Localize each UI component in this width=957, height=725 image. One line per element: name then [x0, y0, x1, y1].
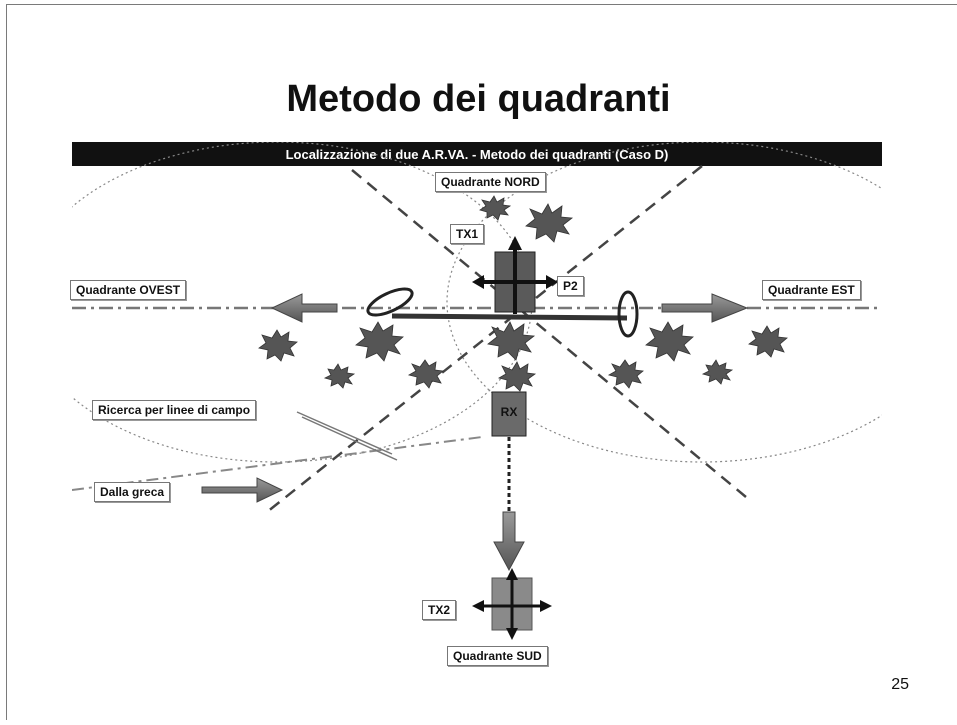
diagonal-line-nw-se — [351, 169, 753, 503]
burst-e-3 — [607, 359, 644, 389]
slide-frame-top — [6, 4, 957, 5]
arrow-west — [270, 293, 338, 323]
burst-w-2 — [355, 321, 404, 362]
burst-e-4 — [701, 359, 734, 385]
quadrant-diagram: Localizzazione di due A.R.VA. - Metodo d… — [70, 142, 882, 670]
scan-rod — [391, 313, 628, 321]
arrow-east — [661, 293, 749, 323]
tx2-arrow-left — [472, 600, 484, 612]
field-line-east — [446, 142, 882, 463]
diagram-canvas: Localizzazione di due A.R.VA. - Metodo d… — [72, 142, 882, 640]
label-quadrante-nord: Quadrante NORD — [435, 172, 546, 192]
burst-w-4 — [407, 359, 444, 389]
burst-north-2 — [525, 203, 574, 243]
label-p2: P2 — [557, 276, 584, 296]
tx2-arrow-up — [506, 568, 518, 580]
burst-w-3 — [323, 363, 356, 389]
tx1-arrow-up — [508, 236, 522, 250]
field-lines-pointer — [296, 411, 393, 455]
antenna-loop-west — [366, 287, 414, 317]
diagonal-line-ne-sw — [266, 165, 703, 513]
label-ricerca-linee-campo: Ricerca per linee di campo — [92, 400, 257, 420]
burst-center-2 — [497, 361, 537, 392]
label-quadrante-ovest: Quadrante OVEST — [70, 280, 187, 300]
tx2-arrow-right — [540, 600, 552, 612]
rx-device — [491, 391, 527, 437]
tx1-arrow-right — [546, 275, 558, 289]
tx1-arrow-left — [472, 275, 484, 289]
label-tx1: TX1 — [450, 224, 485, 244]
arrow-south — [493, 511, 525, 572]
label-dalla-greca: Dalla greca — [94, 482, 171, 502]
burst-w-1 — [258, 329, 298, 362]
tx2-arrow-down — [506, 628, 518, 640]
slide-frame-left — [6, 4, 7, 720]
burst-e-2 — [748, 325, 788, 358]
banner-text: Localizzazione di due A.R.VA. - Metodo d… — [286, 147, 669, 162]
rx-label: RX — [501, 405, 518, 419]
field-lines-pointer-2 — [301, 416, 398, 461]
burst-e-1 — [645, 321, 694, 362]
page-number: 25 — [891, 676, 909, 693]
label-tx2: TX2 — [422, 600, 457, 620]
arrow-from-greca — [201, 477, 284, 503]
label-quadrante-est: Quadrante EST — [762, 280, 861, 300]
burst-north-1 — [479, 195, 512, 221]
burst-center — [487, 321, 536, 361]
banner-bar — [72, 142, 882, 166]
signal-bursts — [258, 195, 788, 392]
slide-title: Metodo dei quadranti — [286, 78, 671, 120]
label-quadrante-sud: Quadrante SUD — [447, 646, 548, 666]
greca-path-line — [72, 436, 483, 491]
antenna-loop-east — [617, 290, 639, 338]
